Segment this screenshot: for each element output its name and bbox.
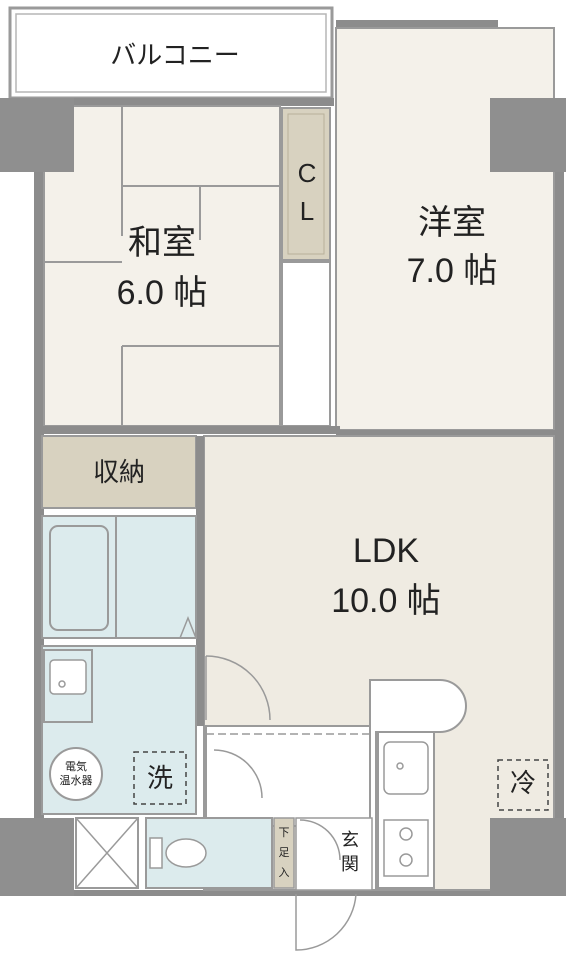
entrance-line2: 関 (341, 854, 359, 874)
wall-mid-left (40, 426, 340, 434)
kitchen-counter (369, 679, 467, 891)
youshitsu-label: 洋室 (418, 204, 486, 242)
wall-ldk-left (196, 436, 204, 726)
closet-cl-l: L (300, 196, 314, 226)
bathroom (41, 515, 197, 639)
washroom: 電気 温水器 洗 (41, 645, 271, 815)
washitsu-label: 和室 (128, 224, 196, 262)
shoe-box-line2: 足 (279, 847, 290, 859)
washer-label: 洗 (147, 763, 173, 793)
fridge-label: 冷 (510, 768, 536, 798)
shoe-box-line3: 入 (279, 867, 290, 879)
washer-space (133, 751, 187, 805)
kitchen-sink (383, 741, 429, 795)
washitsu-size: 6.0 帖 (117, 274, 208, 312)
hallway (205, 725, 373, 827)
wall-mid-right (336, 430, 558, 436)
ldk-size: 10.0 帖 (331, 582, 441, 620)
closet-cl: C L (281, 107, 354, 261)
closet-cl-c: C (298, 158, 317, 188)
shoe-box-line1: 下 (279, 827, 290, 839)
storage-room: 収納 (41, 435, 197, 509)
ldk-label: LDK (353, 532, 419, 570)
water-heater-line2: 温水器 (60, 774, 93, 787)
youshitsu-room: 洋室 7.0 帖 (335, 27, 555, 431)
water-heater (49, 747, 103, 801)
shoe-box: 下 足 入 (273, 817, 295, 889)
washitsu-room: 和室 6.0 帖 (43, 105, 281, 427)
water-heater-line1: 電気 (65, 759, 87, 773)
balcony: バルコニー (8, 6, 334, 100)
youshitsu-size: 7.0 帖 (407, 252, 498, 290)
storage-label: 収納 (93, 457, 145, 487)
bathtub (49, 525, 109, 631)
fridge-space: 冷 (497, 759, 549, 811)
corridor-upper (281, 261, 331, 427)
pipe-space (75, 817, 139, 889)
front-door (295, 893, 357, 951)
entrance-line1: 玄 (341, 830, 359, 850)
balcony-label: バルコニー (110, 40, 239, 70)
pillars (0, 98, 566, 896)
toilet-room (145, 817, 273, 889)
entrance: 玄 関 (295, 817, 373, 951)
toilet-bowl (165, 838, 207, 868)
